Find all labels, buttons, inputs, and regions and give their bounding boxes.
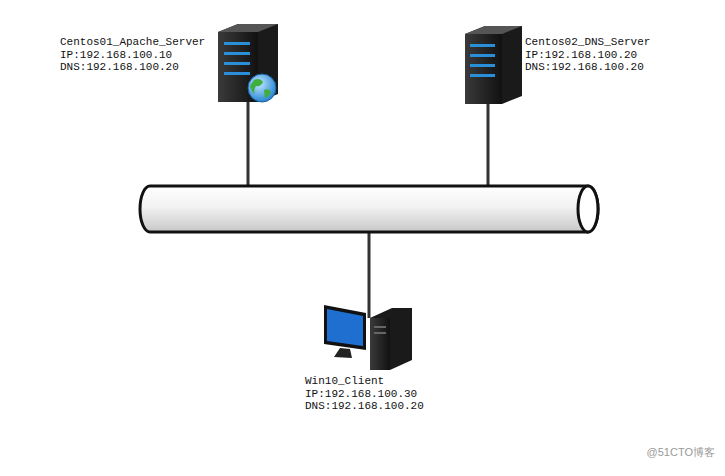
device-label: Win10_ClientIP:192.168.100.30DNS:192.168… <box>305 375 424 413</box>
server-icon <box>465 26 522 104</box>
device-text: IP:192.168.100.10 <box>60 49 205 62</box>
device-label: Centos02_DNS_ServerIP:192.168.100.20DNS:… <box>525 36 650 74</box>
device-text: DNS:192.168.100.20 <box>305 400 424 413</box>
client-pc-icon <box>324 305 412 370</box>
device-text: IP:192.168.100.30 <box>305 388 424 401</box>
network-bus <box>140 186 598 232</box>
device-text: IP:192.168.100.20 <box>525 49 650 62</box>
device-text: Centos01_Apache_Server <box>60 36 205 49</box>
device-text: Centos02_DNS_Server <box>525 36 650 49</box>
device-text: DNS:192.168.100.20 <box>525 61 650 74</box>
watermark: @51CTO博客 <box>647 445 715 460</box>
server-icon <box>218 24 278 102</box>
device-text: Win10_Client <box>305 375 424 388</box>
device-text: DNS:192.168.100.20 <box>60 61 205 74</box>
device-label: Centos01_Apache_ServerIP:192.168.100.10D… <box>60 36 205 74</box>
